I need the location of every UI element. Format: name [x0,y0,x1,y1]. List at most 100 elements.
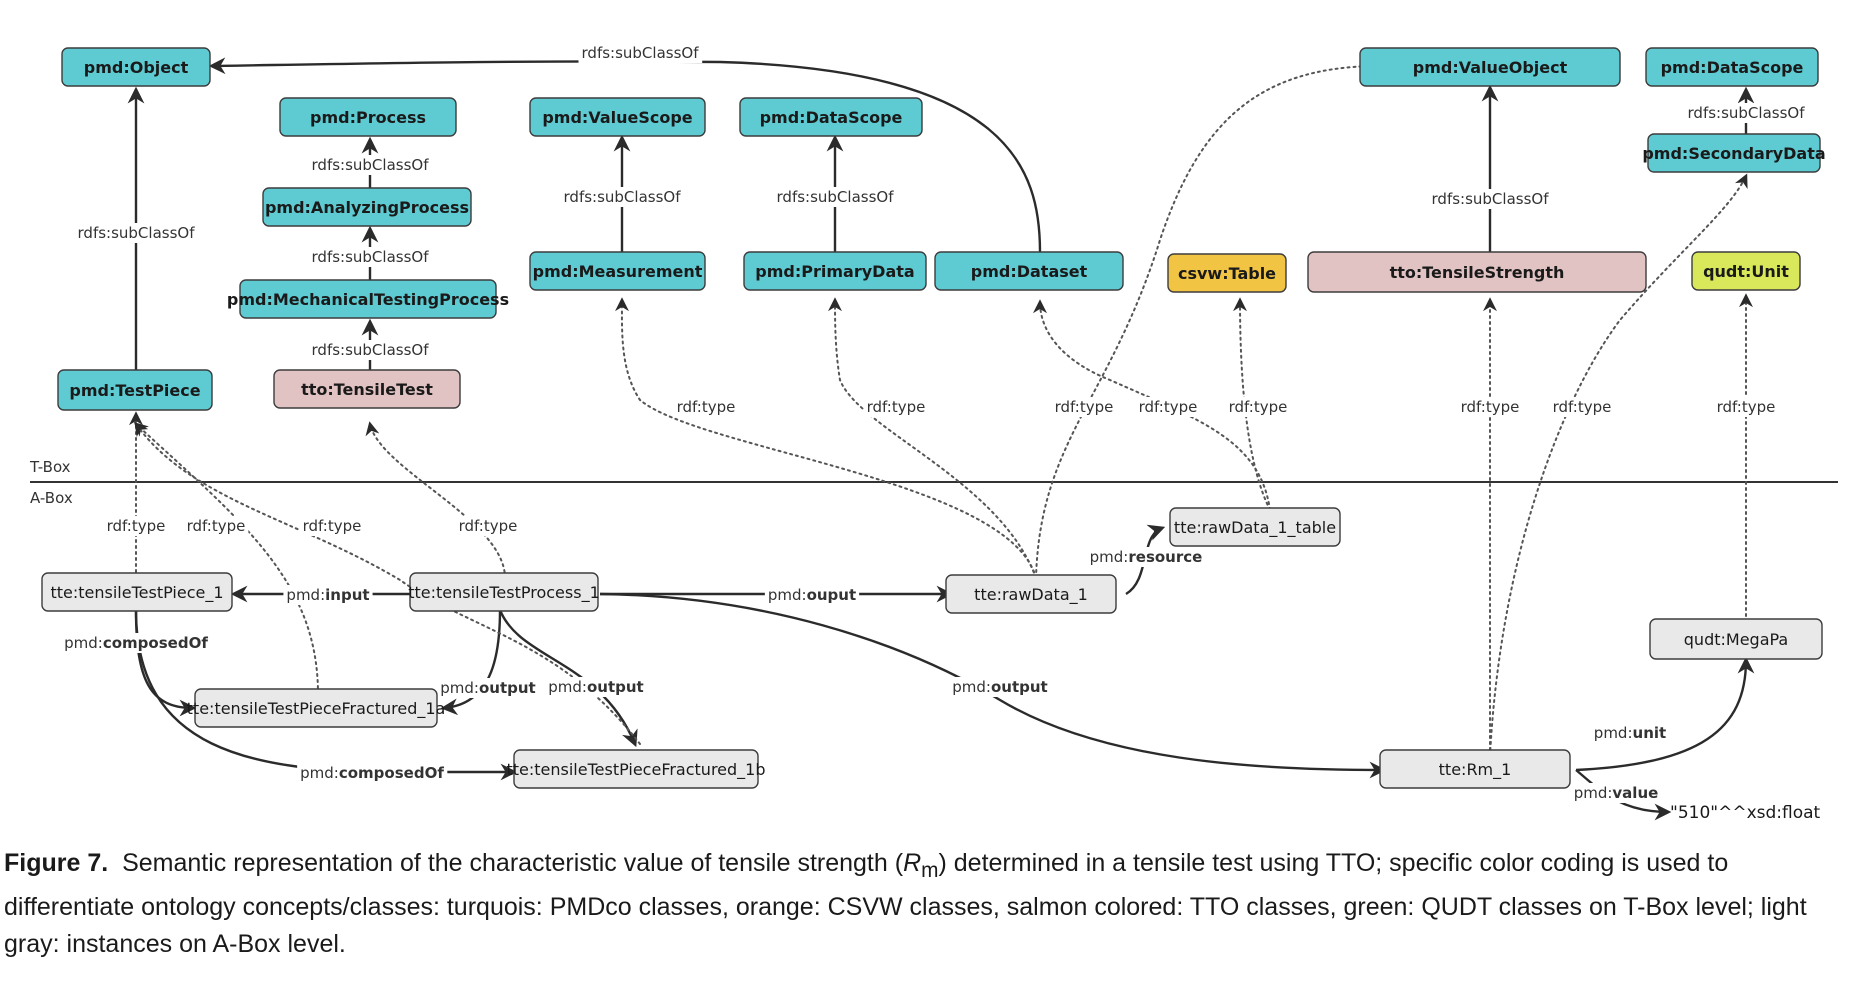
tbox-label: T-Box [29,458,71,476]
node-box [529,97,706,137]
svg-text:pmd:value: pmd:value [1574,784,1659,802]
edge-label: rdf:type [1051,397,1117,417]
node-box [1379,749,1571,789]
edge-label-bg [297,763,448,783]
node-tte-rm-1: tte:Rm_1 [1379,749,1571,789]
svg-text:rdfs:subClassOf: rdfs:subClassOf [312,156,430,174]
node-box [1359,47,1621,87]
edge-label: rdfs:subClassOf [1428,189,1553,209]
edge-label: rdfs:subClassOf [308,340,433,360]
edge-label-bg [1135,397,1201,417]
edge-label-bg [103,516,169,536]
node-box [194,688,438,728]
svg-text:rdf:type: rdf:type [459,517,518,535]
edge-label: rdfs:subClassOf [560,187,685,207]
edge-process-output-rm [599,592,1387,779]
edge-label: rdfs:subClassOf [308,155,433,175]
svg-text:rdf:type: rdf:type [1229,398,1288,416]
node-box [262,187,472,227]
edge-label: pmd:output [437,678,539,698]
edge-process-type-tensiletest [365,421,506,579]
edge-label: pmd:output [545,677,647,697]
edge-1a-type-testpiece [133,422,319,695]
edge-label: rdf:type [1549,397,1615,417]
node-label: tte:rawData_1_table [1174,518,1336,538]
node-pmd-object: pmd:Object [61,47,211,87]
node-pmd-secondary-data: pmd:SecondaryData [1642,133,1826,173]
edge-label-bg [299,516,365,536]
edge-process-output-1a [440,609,502,716]
edge-label-bg [560,187,685,207]
edge-label: rdf:type [1225,397,1291,417]
node-label: pmd:Measurement [533,262,703,281]
edge-rm-unit [1575,656,1755,772]
svg-text:rdf:type: rdf:type [1553,398,1612,416]
edge-label: rdfs:subClassOf [578,43,703,63]
node-label: tte:tensileTestPiece_1 [50,583,223,603]
svg-text:rdf:type: rdf:type [867,398,926,416]
node-label: qudt:MegaPa [1684,630,1788,649]
caption-subscript: m [921,859,939,882]
node-box [739,97,923,137]
edge-label: pmd:input [283,585,373,605]
node-pmd-test-piece: pmd:TestPiece [57,369,213,411]
svg-text:rdfs:subClassOf: rdfs:subClassOf [312,248,430,266]
edge-label-bg [773,187,898,207]
edge-label-bg [183,516,249,536]
edge-label-bg [1684,103,1809,123]
node-label: tto:TensileTest [301,380,433,399]
node-qudt-unit: qudt:Unit [1691,251,1801,291]
node-pmd-analyzing-process: pmd:AnalyzingProcess [262,187,472,227]
edge-label: pmd:value [1570,783,1662,803]
node-label: tte:tensileTestProcess_1 [408,583,600,603]
node-label: tte:tensileTestPieceFractured_1a [187,699,446,719]
node-label: pmd:Dataset [971,262,1088,281]
edge-dataset-object [208,57,1042,253]
node-label: pmd:PrimaryData [755,262,914,281]
node-box [1307,251,1647,293]
node-label: tte:Rm_1 [1439,760,1512,780]
svg-text:pmd:output: pmd:output [952,678,1047,696]
edge-label-bg [308,155,433,175]
svg-text:rdfs:subClassOf: rdfs:subClassOf [582,44,700,62]
node-tte-fractured-1a: tte:tensileTestPieceFractured_1a [187,688,446,728]
node-label: pmd:MechanicalTestingProcess [227,290,509,309]
edge-label: rdf:type [299,516,365,536]
node-label: qudt:Unit [1703,262,1789,281]
edge-label-bg [74,223,199,243]
node-tto-tensile-strength: tto:TensileStrength [1307,251,1647,293]
node-box [273,369,461,409]
edge-label: rdfs:subClassOf [1684,103,1809,123]
edge-table-type-dataset [1033,299,1271,511]
svg-text:rdf:type: rdf:type [1139,398,1198,416]
node-box [1169,507,1341,547]
node-pmd-value-object: pmd:ValueObject [1359,47,1621,87]
node-box [513,749,759,789]
svg-text:rdfs:subClassOf: rdfs:subClassOf [564,188,682,206]
svg-text:rdfs:subClassOf: rdfs:subClassOf [78,224,196,242]
edge-label-bg [949,677,1051,697]
edge-raw-type-measurement [614,297,1037,579]
caption-text-a: Semantic representation of the character… [122,849,904,877]
node-tte-tensile-test-process-1: tte:tensileTestProcess_1 [408,572,600,612]
edge-label: rdfs:subClassOf [74,223,199,243]
caption-figure-number: Figure 7. [4,849,109,877]
edge-label: rdf:type [673,397,739,417]
node-box [945,574,1117,614]
edge-label-bg [545,677,647,697]
edge-label-bg [1086,547,1206,567]
edge-label-bg [578,43,703,63]
edge-label-bg [437,678,539,698]
node-label: tte:rawData_1 [974,585,1088,605]
svg-text:rdfs:subClassOf: rdfs:subClassOf [1688,104,1806,122]
svg-text:rdf:type: rdf:type [1717,398,1776,416]
edge-label-bg [1457,397,1523,417]
edge-raw-type-valueobject [1035,59,1377,579]
edge-label: pmd:composedOf [297,763,448,783]
edge-label: rdfs:subClassOf [308,247,433,267]
node-pmd-data-scope-1: pmd:DataScope [739,97,923,137]
node-label: tte:tensileTestPieceFractured_1b [506,760,765,780]
edge-label-bg [1225,397,1291,417]
node-box [529,251,706,291]
